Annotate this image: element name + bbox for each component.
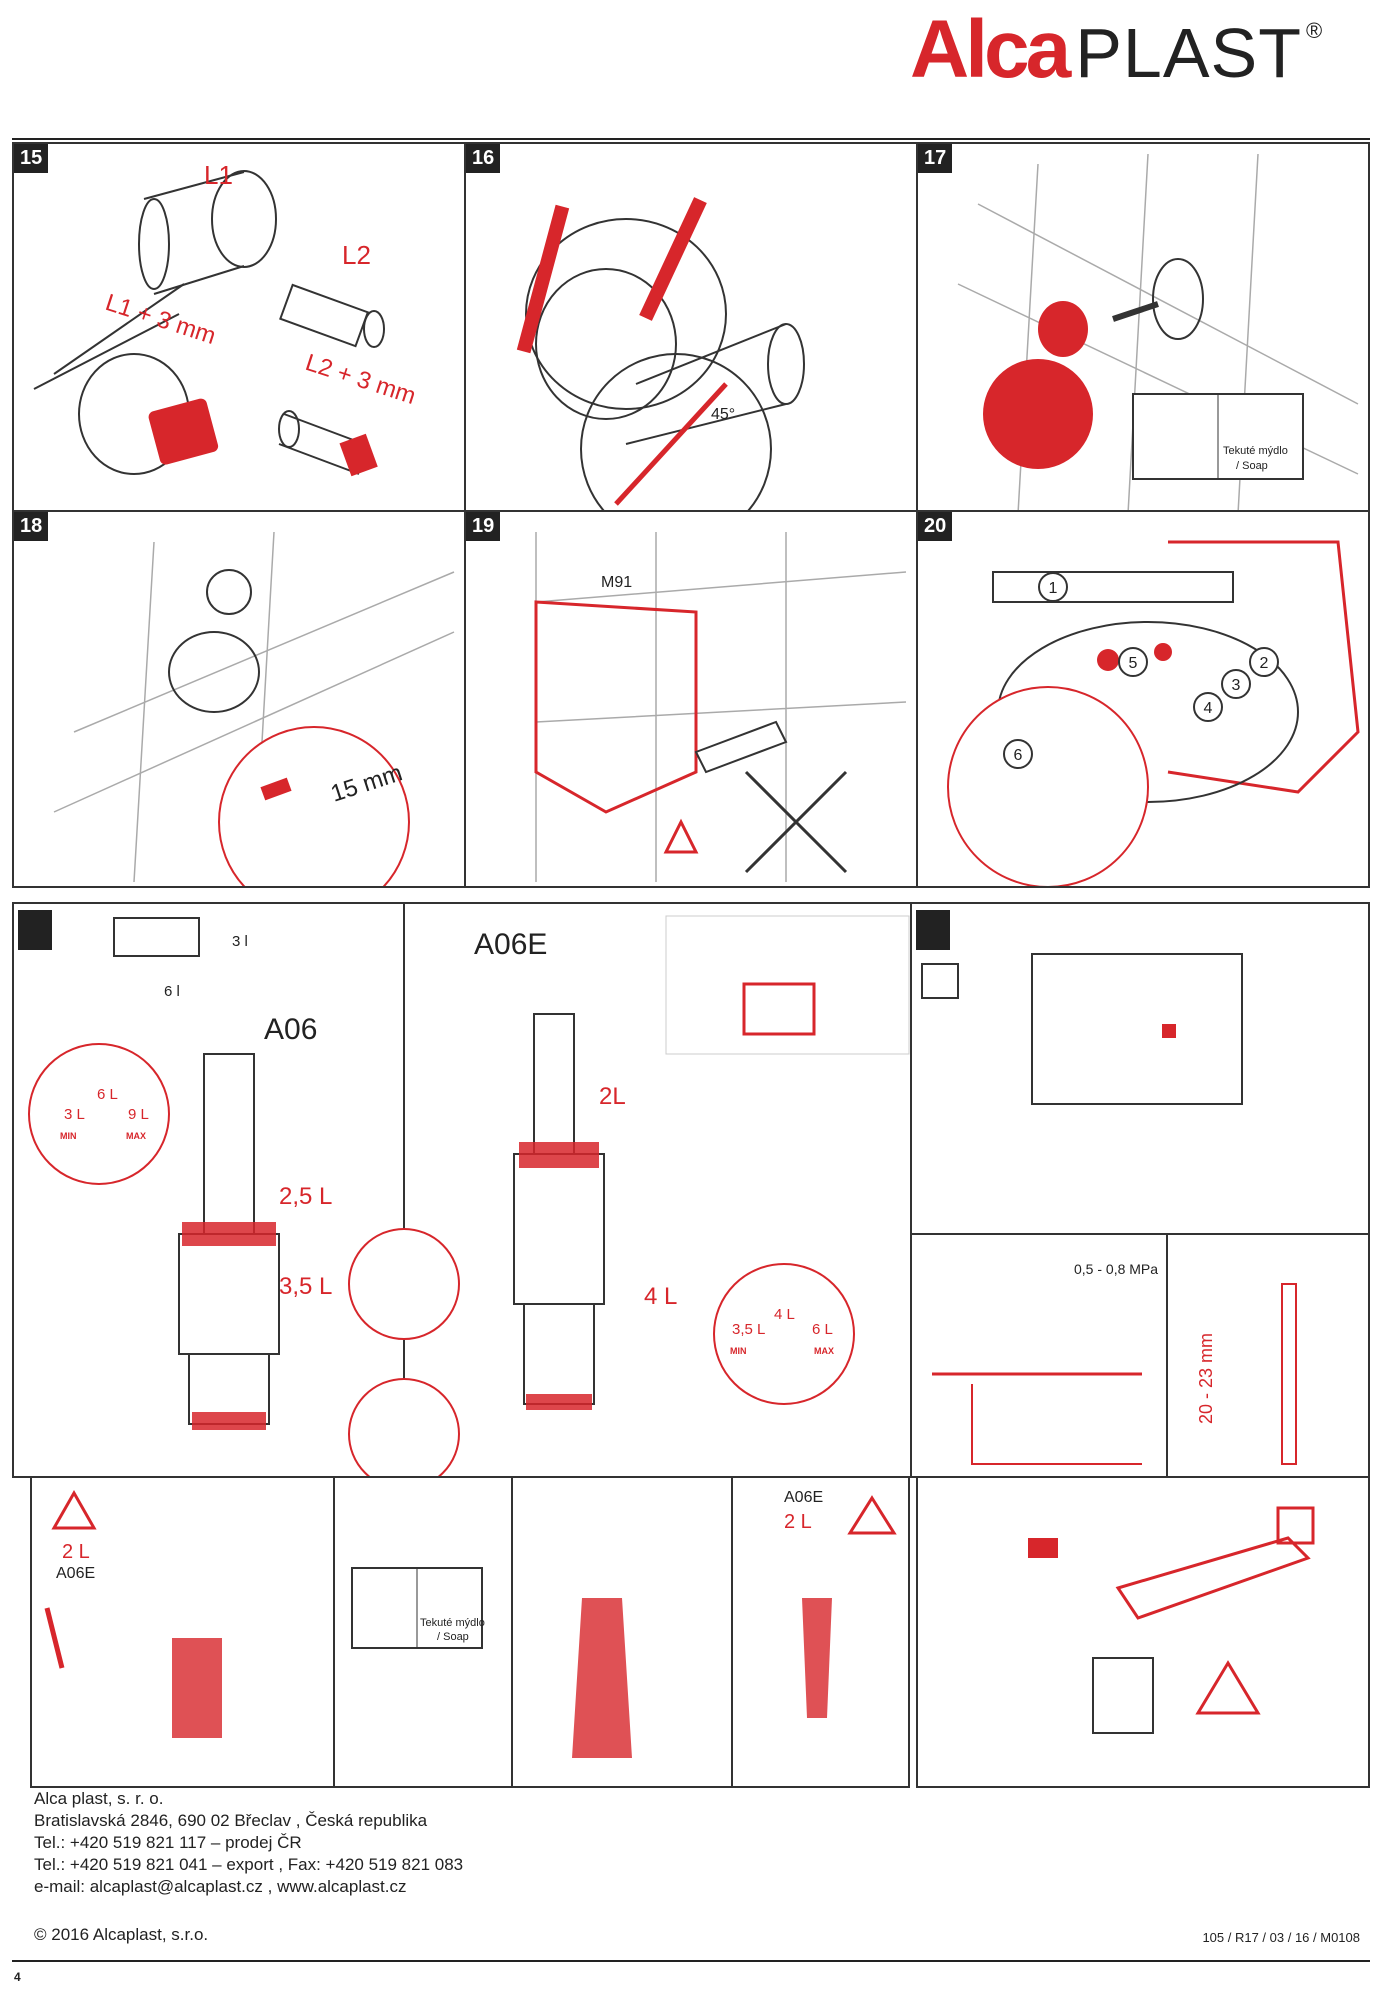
bottom-left-illustration: 2 L A06E Tekuté mýdlo / Soap A06E 2 L <box>44 1478 897 1786</box>
step-15-illustration: L1 L2 L1 + 3 mm L2 + 3 mm <box>33 160 419 477</box>
step-16-illustration: 45° <box>516 197 805 510</box>
step-19-illustration: M91 <box>534 532 907 882</box>
step-20-panel: 20 1 2 3 4 5 6 <box>916 510 1370 888</box>
step-number: 20 <box>918 512 953 541</box>
min-left: MIN <box>60 1131 77 1141</box>
step-17-panel: 17 Tekuté mýdlo / Soap <box>916 142 1370 512</box>
range-label: 20 - 23 mm <box>1196 1333 1216 1424</box>
flush-valve-illustration: 3 l 6 l A06 A06E 3 L 6 L 9 L 3,5 L 4 L 6… <box>18 904 910 1476</box>
callout-4: 4 <box>1204 700 1213 717</box>
bottom-soap: Tekuté mýdlo <box>420 1617 485 1629</box>
fill-valve-section: 0,5 - 0,8 MPa 20 - 23 mm <box>910 902 1370 1478</box>
step-19-panel: 19 M91 <box>464 510 918 888</box>
label-l1: L1 <box>204 160 233 190</box>
label-m91: M91 <box>601 574 632 591</box>
bottom-right-illustration <box>1028 1506 1315 1734</box>
step-number: 15 <box>14 144 49 173</box>
callout-3: 3 <box>1232 677 1241 694</box>
scale-6l-right: 6 L <box>812 1321 833 1338</box>
label-l2: L2 <box>342 240 371 270</box>
bottom-a06e: A06E <box>56 1565 95 1582</box>
soap-label-en: / Soap <box>1236 460 1268 472</box>
scale-3l: 3 L <box>64 1106 85 1123</box>
soap-label: Tekuté mýdlo <box>1223 445 1288 457</box>
step-18-panel: 18 15 mm <box>12 510 466 888</box>
label-a06: A06 <box>264 1013 317 1046</box>
step-number: 16 <box>466 144 501 173</box>
callout-2: 2 <box>1260 655 1269 672</box>
min-right: MIN <box>730 1346 747 1356</box>
logo-registered: ® <box>1305 18 1323 43</box>
level-25l: 2,5 L <box>279 1183 332 1210</box>
scale-6l: 6 L <box>97 1086 118 1103</box>
fill-valve-illustration: 0,5 - 0,8 MPa 20 - 23 mm <box>912 910 1368 1476</box>
company-name: Alca plast, s. r. o. <box>34 1789 164 1808</box>
company-email: e-mail: alcaplast@alcaplast.cz , www.alc… <box>34 1877 407 1896</box>
company-tel-domestic: Tel.: +420 519 821 117 – prodej ČR <box>34 1833 302 1852</box>
copyright: © 2016 Alcaplast, s.r.o. <box>34 1925 209 1944</box>
scale-4l: 4 L <box>774 1306 795 1323</box>
step-17-illustration: Tekuté mýdlo / Soap <box>957 153 1359 510</box>
max-right: MAX <box>814 1346 834 1356</box>
step-15-panel: 15 L1 L2 L1 + 3 mm L2 + 3 mm <box>12 142 466 512</box>
document-code: 105 / R17 / 03 / 16 / M0108 <box>1202 1930 1360 1945</box>
bottom-2l: 2 L <box>784 1511 812 1533</box>
company-info: Alca plast, s. r. o. Bratislavská 2846, … <box>34 1788 463 1898</box>
angle-label: 45° <box>711 406 735 423</box>
callout-1: 1 <box>1049 580 1058 597</box>
bottom-rule <box>12 1960 1370 1962</box>
level-4l: 4 L <box>644 1283 677 1310</box>
alcaplast-logo: Alca PLAST ® <box>910 4 1323 95</box>
pressure-label: 0,5 - 0,8 MPa <box>1074 1261 1158 1277</box>
step-20-illustration: 1 2 3 4 5 6 <box>947 540 1360 886</box>
step-18-illustration: 15 mm <box>53 531 455 886</box>
scale-9l: 9 L <box>128 1106 149 1123</box>
step-number: 17 <box>918 144 953 173</box>
logo-plast: PLAST <box>1075 14 1302 92</box>
label-l1-plus: L1 + 3 mm <box>102 289 219 350</box>
max-left: MAX <box>126 1131 146 1141</box>
vol-3l: 3 l <box>232 933 248 950</box>
label-a06e: A06E <box>474 928 547 961</box>
bottom-soap-en: / Soap <box>437 1631 469 1643</box>
level-2l: 2L <box>599 1083 626 1110</box>
company-tel-export: Tel.: +420 519 821 041 – export , Fax: +… <box>34 1855 464 1874</box>
callout-5: 5 <box>1129 655 1138 672</box>
flush-valve-section: 3 l 6 l A06 A06E 3 L 6 L 9 L 3,5 L 4 L 6… <box>12 902 912 1478</box>
label-l2-plus: L2 + 3 mm <box>302 349 419 410</box>
bottom-a06e-2: A06E <box>784 1489 823 1506</box>
company-address: Bratislavská 2846, 690 02 Břeclav , Česk… <box>34 1811 428 1830</box>
bottom-right-step <box>916 1476 1370 1788</box>
step-number: 19 <box>466 512 501 541</box>
bottom-left-steps: 2 L A06E Tekuté mýdlo / Soap A06E 2 L <box>30 1476 910 1788</box>
vol-6l: 6 l <box>164 983 180 1000</box>
step-number: 18 <box>14 512 49 541</box>
step-16-panel: 16 45° <box>464 142 918 512</box>
warn-2l: 2 L <box>62 1541 90 1563</box>
page-number: 4 <box>14 1970 21 1984</box>
scale-35l: 3,5 L <box>732 1321 765 1338</box>
level-35l: 3,5 L <box>279 1273 332 1300</box>
top-rule <box>12 138 1370 140</box>
logo-alca: Alca <box>910 4 1071 95</box>
callout-6: 6 <box>1014 747 1023 764</box>
